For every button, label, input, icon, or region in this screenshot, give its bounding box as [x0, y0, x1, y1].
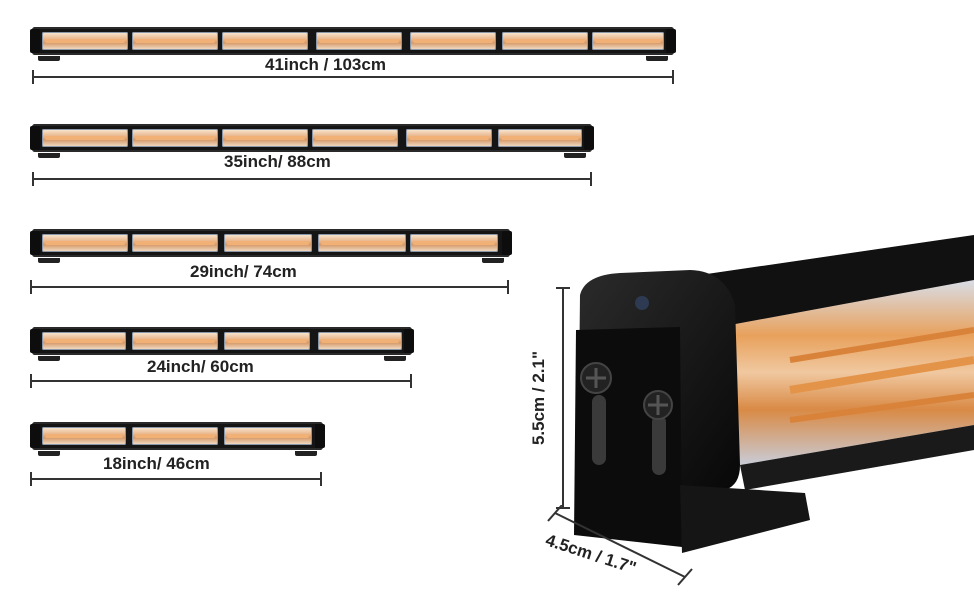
size-label-35inch: 35inch/ 88cm: [224, 152, 331, 171]
size-label-29inch: 29inch/ 74cm: [190, 262, 297, 281]
height-dimension-line: [556, 287, 570, 509]
size-label-24inch: 24inch/ 60cm: [147, 357, 254, 376]
dimension-line-35inch: [32, 172, 592, 186]
size-label-18inch: 18inch/ 46cm: [103, 454, 210, 473]
light-bar-29inch: [30, 229, 512, 263]
light-bar-41inch: [30, 27, 676, 61]
bracket-closeup-image: [574, 235, 974, 553]
height-label: 5.5cm / 2.1": [529, 350, 549, 446]
dimension-line-41inch: [32, 70, 674, 84]
dimension-line-29inch: [30, 280, 509, 294]
light-bar-18inch: [30, 422, 325, 456]
depth-dimension-line: [547, 505, 693, 586]
dimension-line-18inch: [30, 472, 322, 486]
size-label-41inch: 41inch / 103cm: [265, 55, 386, 74]
light-bar-35inch: [30, 124, 594, 158]
dimension-line-24inch: [30, 374, 412, 388]
light-bar-24inch: [30, 327, 414, 361]
